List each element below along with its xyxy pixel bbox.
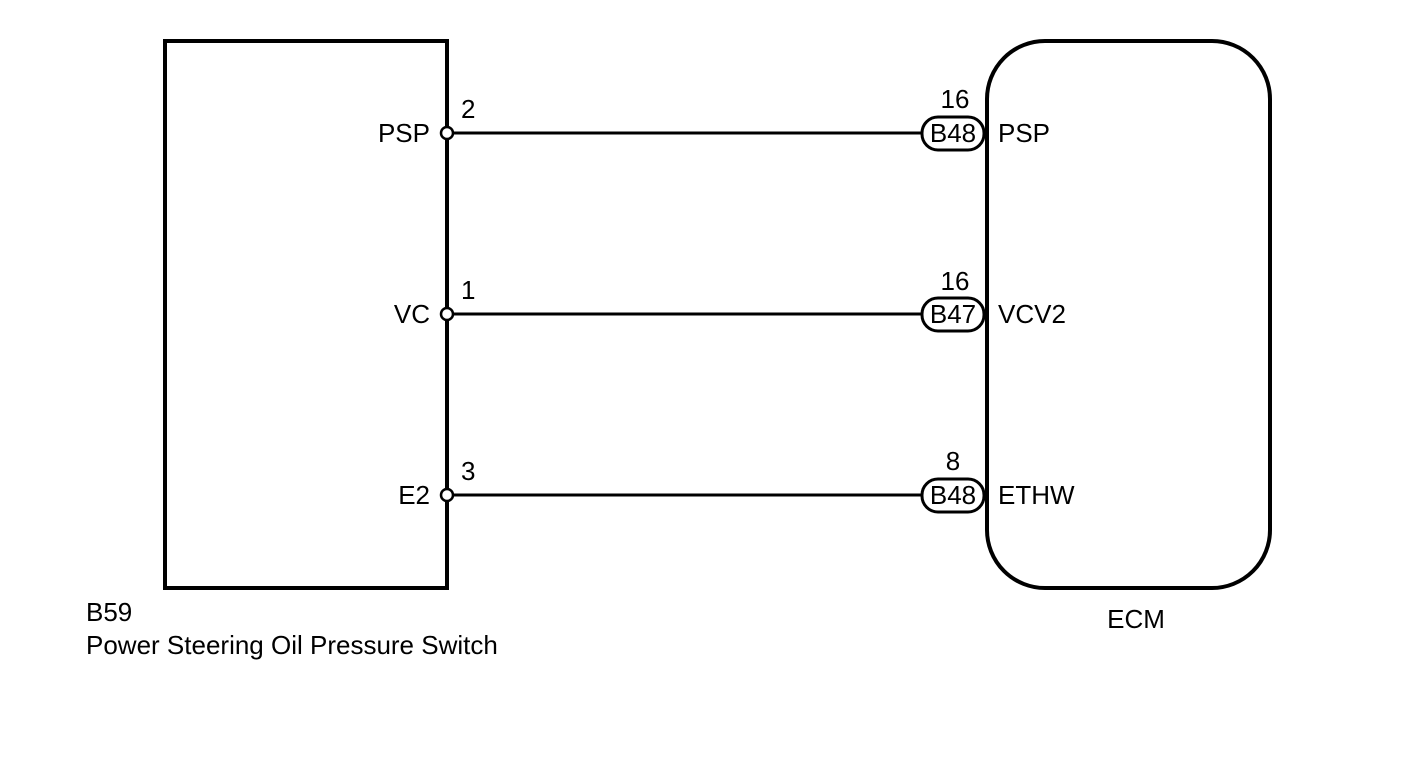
wire-vc: VC 1 16 B47 VCV2 <box>394 266 1066 333</box>
terminal-circle <box>439 487 455 503</box>
switch-pin-number: 1 <box>461 275 475 305</box>
ecm-label: ECM <box>1107 604 1165 634</box>
ecm-pin-number: 8 <box>946 446 960 476</box>
ecm-terminal-label: PSP <box>998 118 1050 148</box>
terminal-circle <box>439 125 455 141</box>
ecm-terminal-label: VCV2 <box>998 299 1066 329</box>
ecm-terminal-label: ETHW <box>998 480 1075 510</box>
switch-id-label: B59 <box>86 597 132 627</box>
connector-badge <box>920 115 986 152</box>
switch-name-label: Power Steering Oil Pressure Switch <box>86 630 498 660</box>
ecm-connector-label: B48 <box>930 118 976 148</box>
switch-pin-number: 2 <box>461 94 475 124</box>
ecm-connector-label: B48 <box>930 480 976 510</box>
ecm-body <box>985 39 1272 590</box>
connector-badge <box>920 477 986 514</box>
switch-terminal-label: PSP <box>378 118 430 148</box>
ecm-connector-label: B47 <box>930 299 976 329</box>
switch-terminal-label: VC <box>394 299 430 329</box>
connector-badge <box>920 296 986 333</box>
ecm-pin-number: 16 <box>941 84 970 114</box>
terminal-circle <box>439 306 455 322</box>
switch-pin-number: 3 <box>461 456 475 486</box>
wire-e2: E2 3 8 B48 ETHW <box>398 446 1075 514</box>
switch-terminal-label: E2 <box>398 480 430 510</box>
wire-psp: PSP 2 16 B48 PSP <box>378 84 1050 152</box>
ecm-pin-number: 16 <box>941 266 970 296</box>
